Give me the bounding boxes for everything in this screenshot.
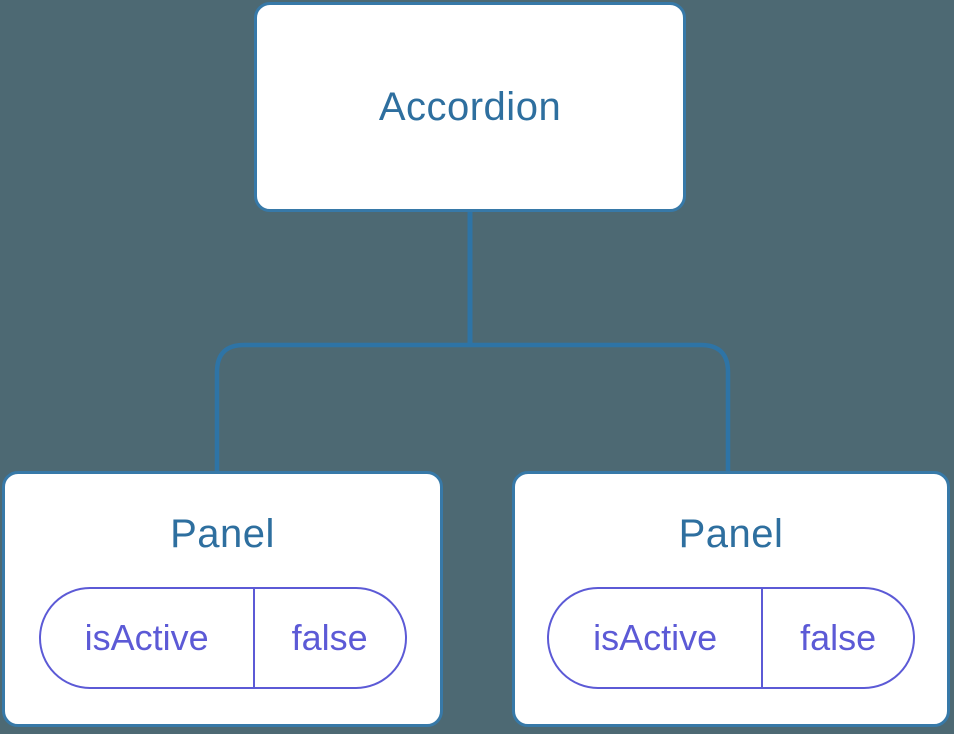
state-value-label: false	[252, 589, 405, 687]
panel-left-label: Panel	[170, 512, 275, 556]
connector-bracket	[214, 342, 731, 472]
panel-right-label: Panel	[678, 512, 784, 556]
state-key-label: isActive	[84, 617, 209, 658]
panel-node-right: Panel isActive false	[512, 471, 950, 727]
state-value-label: false	[761, 589, 913, 687]
state-key-label: isActive	[593, 617, 718, 658]
accordion-node-label: Accordion	[378, 84, 562, 129]
panel-node-left: Panel isActive false	[2, 471, 443, 727]
panel-right-state-pill: isActive false	[547, 587, 915, 689]
accordion-node: Accordion	[254, 2, 686, 212]
panel-left-state-pill: isActive false	[38, 587, 407, 689]
